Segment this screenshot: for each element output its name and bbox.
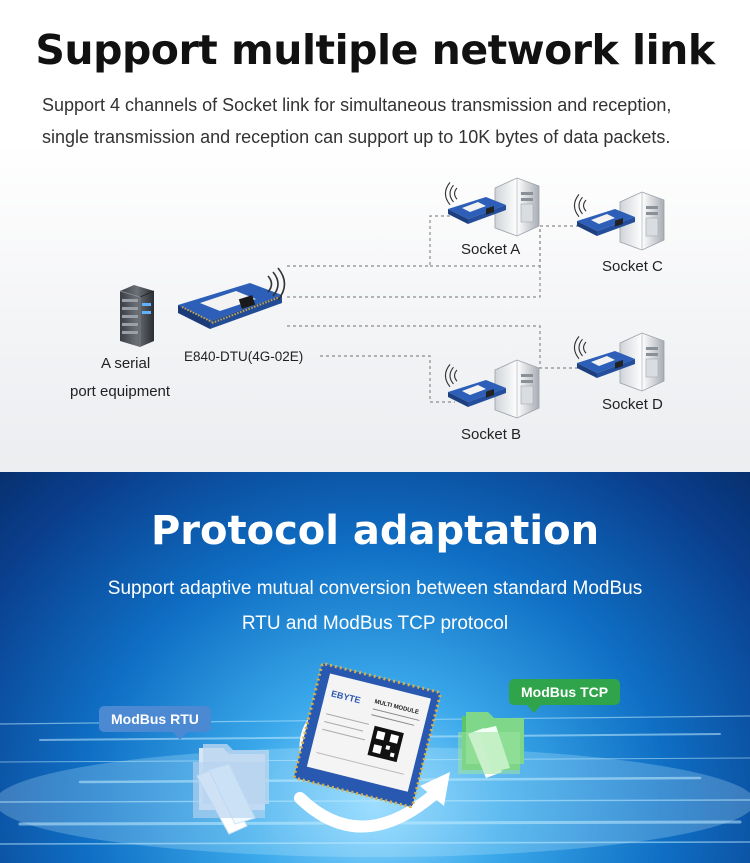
equipment-label-line1: A serial (101, 355, 151, 372)
folder-icon (458, 712, 524, 778)
socket-d-label: Socket D (602, 396, 663, 413)
folder-icon (193, 744, 269, 835)
section-title: Protocol adaptation (150, 508, 600, 554)
section-description-line2: RTU and ModBus TCP protocol (241, 613, 509, 634)
socket-c-label: Socket C (602, 258, 663, 275)
protocol-adaptation-section: Protocol adaptation Support adaptive mut… (0, 472, 750, 863)
section-description-line1: Support adaptive mutual conversion betwe… (107, 578, 643, 599)
modbus-rtu-badge: ModBus RTU (99, 706, 211, 740)
network-link-section: Support multiple network link Support 4 … (0, 0, 750, 472)
device-label: E840-DTU(4G-02E) (184, 349, 304, 364)
network-diagram (119, 177, 665, 419)
server-icon (119, 285, 155, 347)
protocol-diagram: EBYTE MULTI MODULE (193, 662, 524, 835)
connection-lines (287, 215, 580, 403)
section-description-line1: Support 4 channels of Socket link for si… (42, 95, 672, 115)
section-description-line2: single transmission and reception can su… (42, 127, 671, 147)
dtu-module-icon (178, 283, 282, 329)
equipment-label-line2: port equipment (70, 383, 171, 400)
modbus-tcp-badge: ModBus TCP (509, 679, 621, 713)
socket-b-label: Socket B (461, 426, 522, 443)
section-title: Support multiple network link (35, 26, 715, 74)
module-chip-icon: EBYTE MULTI MODULE (292, 662, 442, 809)
socket-a-label: Socket A (461, 241, 521, 258)
